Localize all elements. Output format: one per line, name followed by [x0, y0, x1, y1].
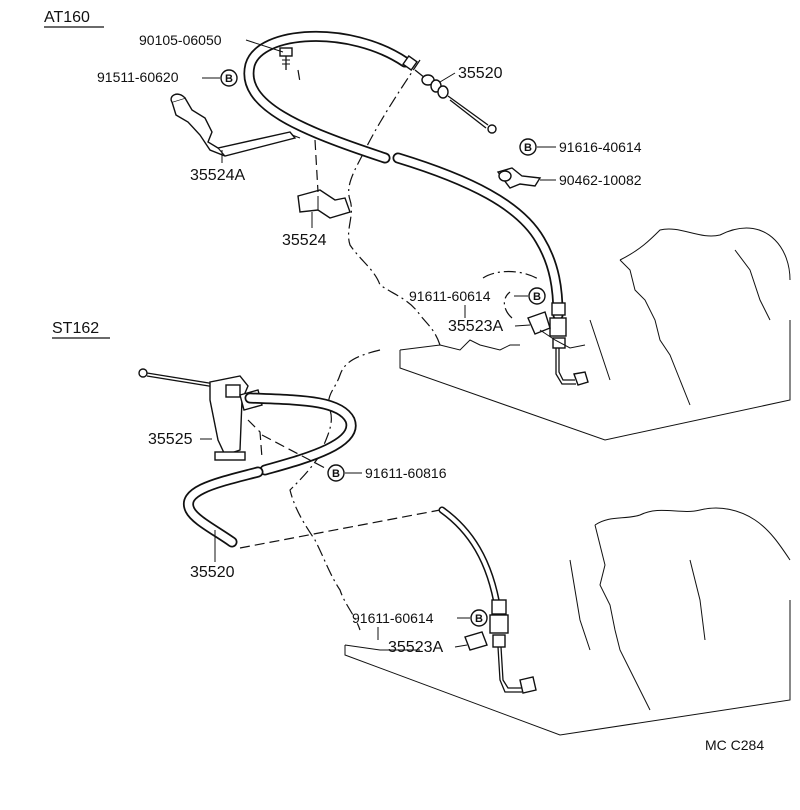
leader-35523a-bottom [454, 644, 468, 648]
badge-b-91511: B [220, 69, 238, 87]
footer-code: MC C284 [705, 737, 764, 753]
label-35525: 35525 [148, 431, 193, 448]
upper-cable-adjuster [402, 55, 497, 134]
header-st162: ST162 [52, 320, 110, 339]
badge-b-91611-mid: B [327, 464, 345, 482]
bracket-35524a [170, 93, 301, 157]
badge-b-91611-bottom: B [470, 609, 488, 627]
label-35520-top: 35520 [458, 65, 503, 82]
label-35524: 35524 [282, 232, 327, 249]
svg-text:B: B [225, 73, 233, 85]
label-91511-60620: 91511-60620 [97, 69, 179, 85]
bracket-35525 [209, 375, 263, 461]
label-35524a: 35524A [190, 167, 245, 184]
label-91611-60614-top: 91611-60614 [409, 288, 491, 304]
badge-b-91616: B [519, 138, 537, 156]
leader-90105 [245, 39, 284, 53]
upper-bolt-callout-arc [482, 270, 541, 281]
lower-cable-lower-segment [438, 506, 537, 694]
lower-bolt-dash [261, 434, 326, 469]
lower-connection-dash [239, 509, 441, 549]
svg-text:B: B [524, 142, 532, 154]
header-at160: AT160 [44, 9, 104, 28]
label-91616-40614: 91616-40614 [559, 139, 642, 155]
leader-35523a-top [514, 324, 531, 327]
svg-text:B: B [533, 291, 541, 303]
label-35523a-top: 35523A [448, 318, 503, 335]
lower-inner-cable [138, 368, 216, 388]
bracket-35524 [297, 139, 351, 219]
svg-text:B: B [475, 613, 483, 625]
svg-text:B: B [332, 468, 340, 480]
lower-transmission-outline [289, 349, 791, 736]
clip-90462 [496, 167, 542, 189]
section-title-st162: ST162 [52, 320, 99, 337]
label-91611-60614-bottom: 91611-60614 [352, 610, 434, 626]
upper-transmission-outline [347, 59, 791, 441]
leader-35520-top [439, 72, 456, 83]
label-35523a-bottom: 35523A [388, 639, 443, 656]
badge-b-91611-top: B [528, 287, 546, 305]
label-35520-bottom: 35520 [190, 564, 235, 581]
label-90462-10082: 90462-10082 [559, 172, 642, 188]
label-91611-60816: 91611-60816 [365, 465, 447, 481]
bolt-90105 [279, 47, 301, 83]
label-90105-06050: 90105-06050 [139, 32, 222, 48]
upper-cable-lower-fitting [527, 302, 589, 386]
section-title-at160: AT160 [44, 9, 90, 26]
lower-cable [183, 392, 357, 548]
upper-bolt-callout-arc-2 [503, 291, 513, 319]
upper-cable [243, 31, 564, 321]
